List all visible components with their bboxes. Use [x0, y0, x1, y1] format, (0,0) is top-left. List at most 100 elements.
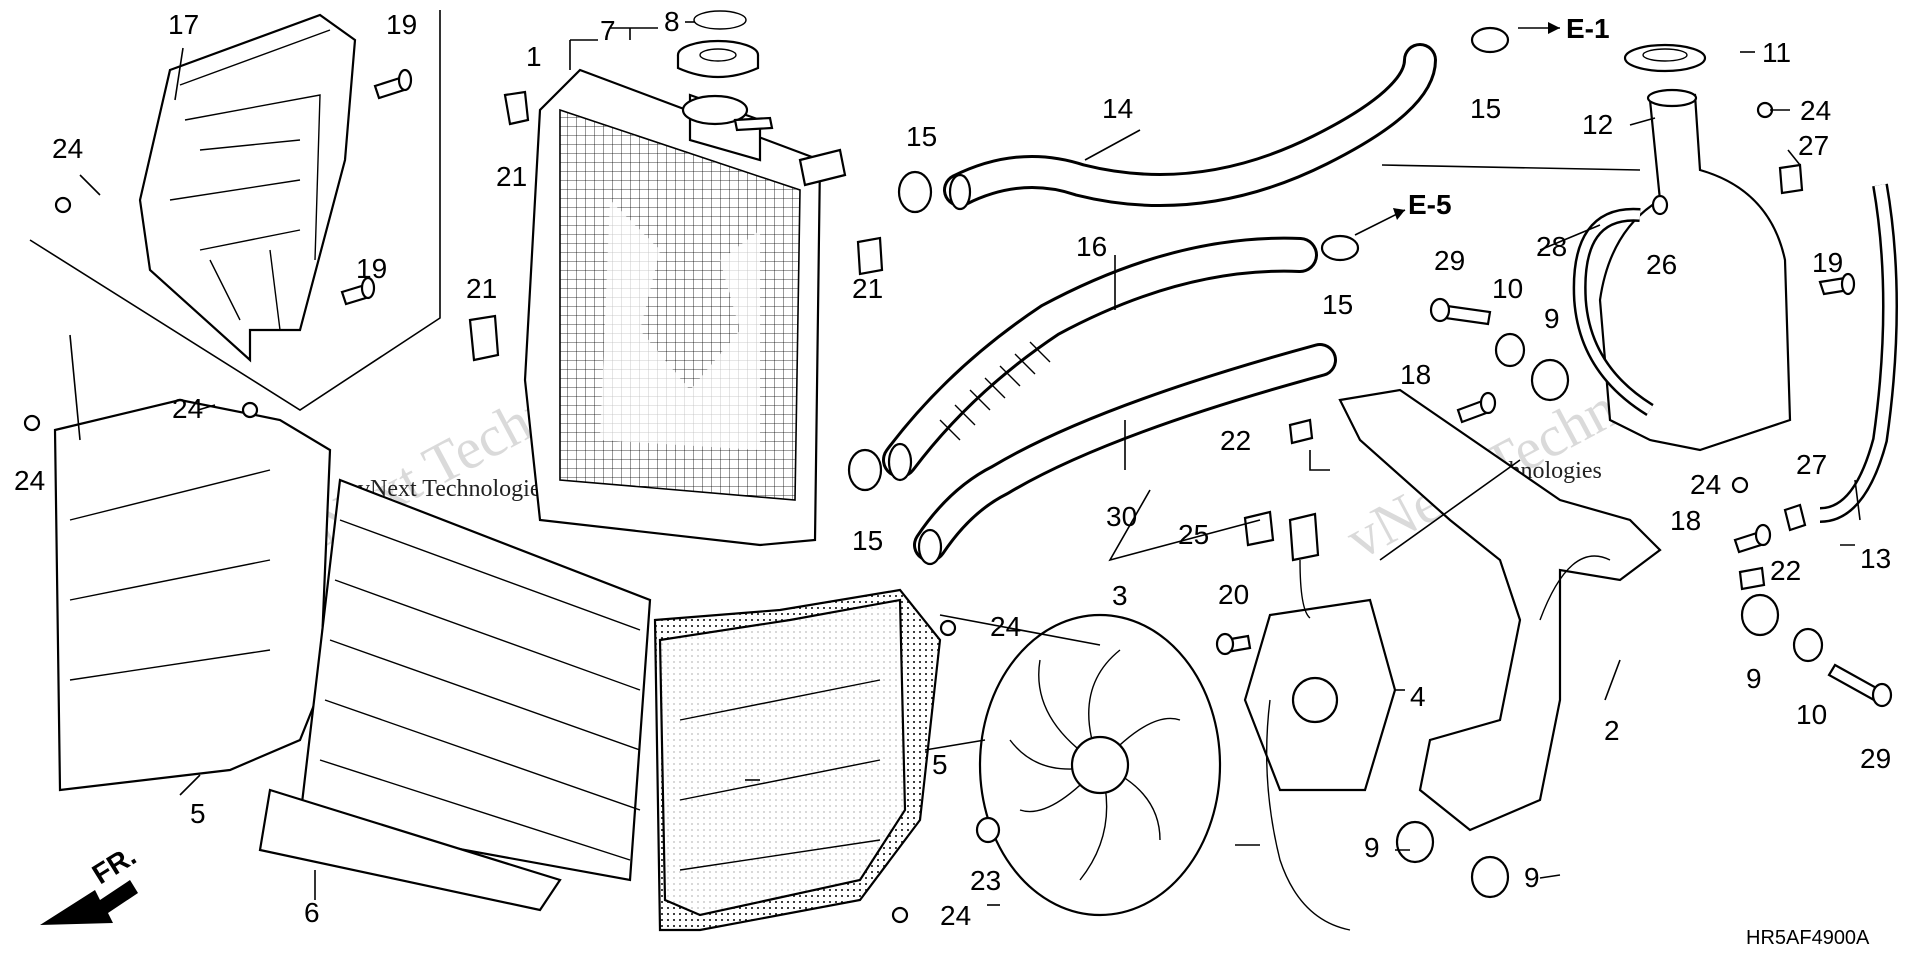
callout-15-b: 15	[906, 121, 937, 152]
callout-27-b: 27	[1796, 449, 1827, 480]
leader-lines	[69, 21, 1861, 906]
rivet-24-d	[939, 619, 957, 637]
callout-15-d: 15	[852, 525, 883, 556]
front-arrow-icon	[40, 880, 138, 925]
callout-25: 25	[1178, 519, 1209, 550]
callout-10-a: 10	[1492, 273, 1523, 304]
clip-26	[1651, 194, 1669, 216]
callout-30: 30	[1106, 501, 1137, 532]
hose-14	[943, 43, 1437, 211]
callout-13: 13	[1860, 543, 1891, 574]
nut-22-a	[1288, 418, 1314, 445]
reservoir-tank-12	[1598, 88, 1792, 452]
hose-clamp-15-c	[1320, 234, 1360, 262]
radiator-1	[523, 68, 847, 547]
seal-8	[693, 10, 747, 30]
bracket-17	[29, 10, 441, 411]
bolt-29-a	[1429, 297, 1492, 326]
callout-5-center: 5	[932, 749, 948, 780]
grommet-9-c	[1395, 820, 1435, 864]
callout-28: 28	[1536, 231, 1567, 262]
callout-24-f: 24	[1800, 95, 1831, 126]
callout-14: 14	[1102, 93, 1133, 124]
bolt-29-b	[1827, 663, 1893, 708]
shroud-5-left	[53, 398, 332, 792]
callout-9-c: 9	[1364, 832, 1380, 863]
rivet-24-f	[1756, 101, 1774, 119]
bolt-18-a	[1456, 391, 1497, 424]
callout-6: 6	[304, 897, 320, 928]
front-arrow: FR.	[40, 840, 141, 925]
bolt-20	[1215, 632, 1252, 656]
callout-9-a: 9	[1544, 303, 1560, 334]
callout-21-b: 21	[466, 273, 497, 304]
connector-25	[1243, 510, 1275, 547]
front-label: FR.	[87, 840, 142, 890]
clip-27-a	[1778, 163, 1804, 195]
hose-clamp-15-d	[847, 448, 883, 492]
callout-19-b: 19	[356, 253, 387, 284]
callout-16: 16	[1076, 231, 1107, 262]
collar-10-b	[1792, 627, 1824, 663]
overflow-tube-13	[1819, 183, 1898, 523]
reservoir-cap-11	[1623, 43, 1707, 73]
bolt-18-b	[1733, 523, 1772, 554]
callout-24-e: 24	[940, 900, 971, 931]
callout-24-b: 24	[14, 465, 45, 496]
callout-3: 3	[1112, 580, 1128, 611]
hose-clamp-15-b	[897, 170, 933, 214]
callout-15-a: 15	[1470, 93, 1501, 124]
fan-motor-4	[1243, 598, 1397, 931]
rivet-24-e	[891, 906, 909, 924]
louver-6	[258, 478, 652, 912]
radiator-cap-7	[676, 39, 760, 79]
callout-20: 20	[1218, 579, 1249, 610]
callout-21-c: 21	[852, 273, 883, 304]
callout-19-c: 19	[1812, 247, 1843, 278]
callout-21-a: 21	[496, 161, 527, 192]
hose-16	[882, 236, 1318, 482]
callout-27-a: 27	[1798, 130, 1829, 161]
rivet-24-a	[54, 196, 72, 214]
rivet-24-b	[23, 414, 41, 432]
callout-8: 8	[664, 6, 680, 37]
nut-22-b	[1738, 566, 1766, 591]
callout-7: 7	[600, 15, 616, 46]
callout-23: 23	[970, 865, 1001, 896]
clip-21-b	[468, 314, 500, 362]
clip-21-c	[856, 236, 884, 276]
stay-2	[1338, 388, 1662, 832]
fan-3	[978, 613, 1222, 917]
grommet-9-d	[1470, 855, 1510, 899]
callout-29-a: 29	[1434, 245, 1465, 276]
hose-30	[913, 343, 1337, 566]
rivet-24-g	[1731, 476, 1749, 494]
callout-22-b: 22	[1770, 555, 1801, 586]
rivet-24-c	[241, 401, 259, 419]
clip-27-b	[1783, 503, 1807, 532]
shroud-5-center	[653, 588, 942, 932]
callout-1: 1	[526, 41, 542, 72]
callout-12: 12	[1582, 109, 1613, 140]
callout-22-a: 22	[1220, 425, 1251, 456]
bolt-19-c	[1818, 272, 1856, 296]
callout-24-g: 24	[1690, 469, 1721, 500]
callout-24-c: 24	[172, 393, 203, 424]
bolt-19-b	[340, 276, 376, 306]
grommet-9-b	[1740, 593, 1780, 637]
callout-11: 11	[1762, 37, 1791, 68]
hose-clamp-15-a	[1470, 26, 1510, 54]
connector-wire	[1288, 512, 1320, 619]
callout-5-left: 5	[190, 798, 206, 829]
ref-e5: E-5	[1408, 189, 1452, 220]
collar-10-a	[1494, 332, 1526, 368]
ref-e1: E-1	[1566, 13, 1610, 44]
grommet-9-a	[1530, 358, 1570, 402]
nut-23	[975, 816, 1001, 844]
callout-15-c: 15	[1322, 289, 1353, 320]
callout-18-b: 18	[1670, 505, 1701, 536]
callout-19-a: 19	[386, 9, 417, 40]
callout-2: 2	[1604, 715, 1620, 746]
